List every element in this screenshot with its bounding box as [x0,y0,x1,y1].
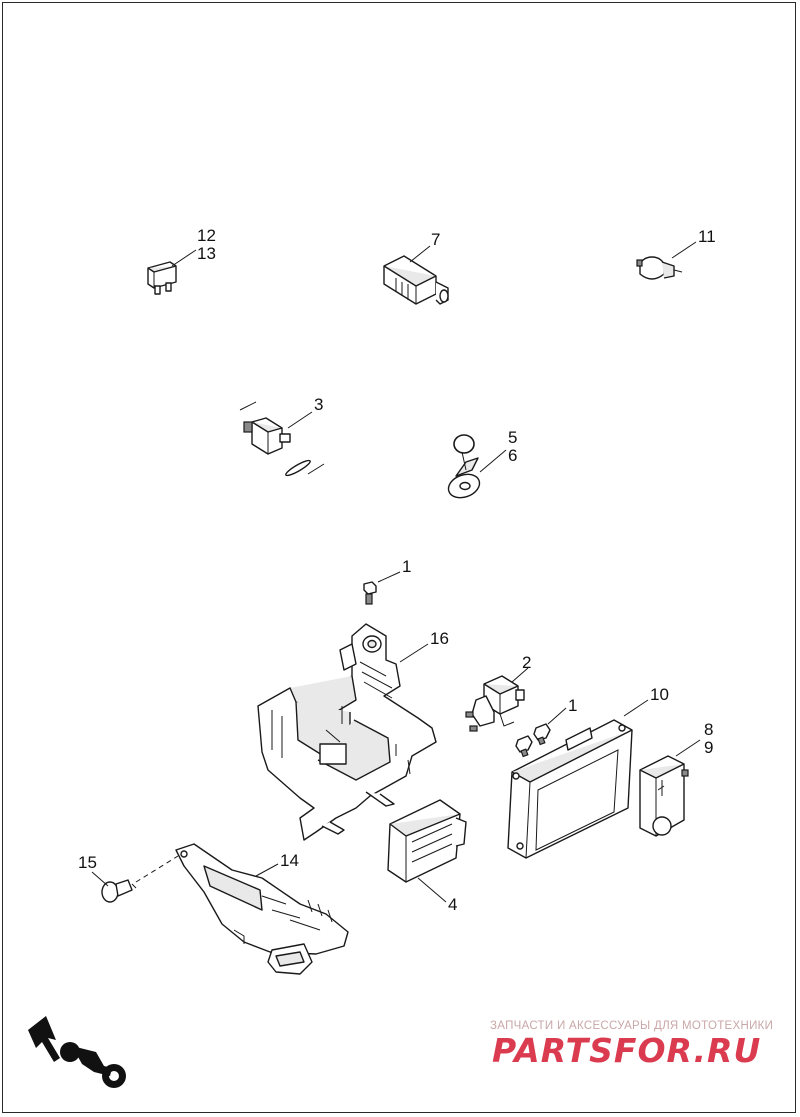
callout-1a: 1 [402,557,411,576]
front-arrow-motorcycle-icon [28,1016,126,1088]
connector-part [383,255,449,305]
callout-3: 3 [314,395,323,414]
watermark-brand: PARTSFOR.RU [492,1031,761,1070]
callout-14: 14 [280,851,299,870]
bracket-holder-part [257,623,437,841]
callout-10: 10 [650,685,669,704]
ecm-module-part [507,719,633,859]
callout-12: 12 [197,226,216,245]
callout-1b: 1 [568,696,577,715]
callout-11: 11 [698,227,716,246]
callout-9: 9 [704,738,713,757]
callout-6: 6 [508,446,517,465]
callout-5: 5 [508,428,517,447]
callout-13: 13 [197,244,216,263]
callout-7: 7 [431,230,440,249]
fuse-part [147,261,177,295]
callout-4: 4 [448,895,457,914]
control-module-part [639,755,689,837]
callout-2: 2 [522,653,531,672]
mounting-plate-part [175,843,349,975]
connector-housing-part [387,799,467,883]
screw-pair-part [515,723,551,758]
screw-part-top [363,581,377,605]
callout-8: 8 [704,720,713,739]
push-fastener-part [101,879,137,903]
switch-kit-part [239,401,325,477]
relay-part [465,675,525,732]
pressure-switch-part [636,256,683,280]
watermark-tagline: ЗАПЧАСТИ И АКСЕССУАРЫ ДЛЯ МОТОТЕХНИКИ [490,1020,774,1032]
callout-15: 15 [78,853,97,872]
callout-16: 16 [430,629,449,648]
ring-terminal-part [447,434,481,499]
